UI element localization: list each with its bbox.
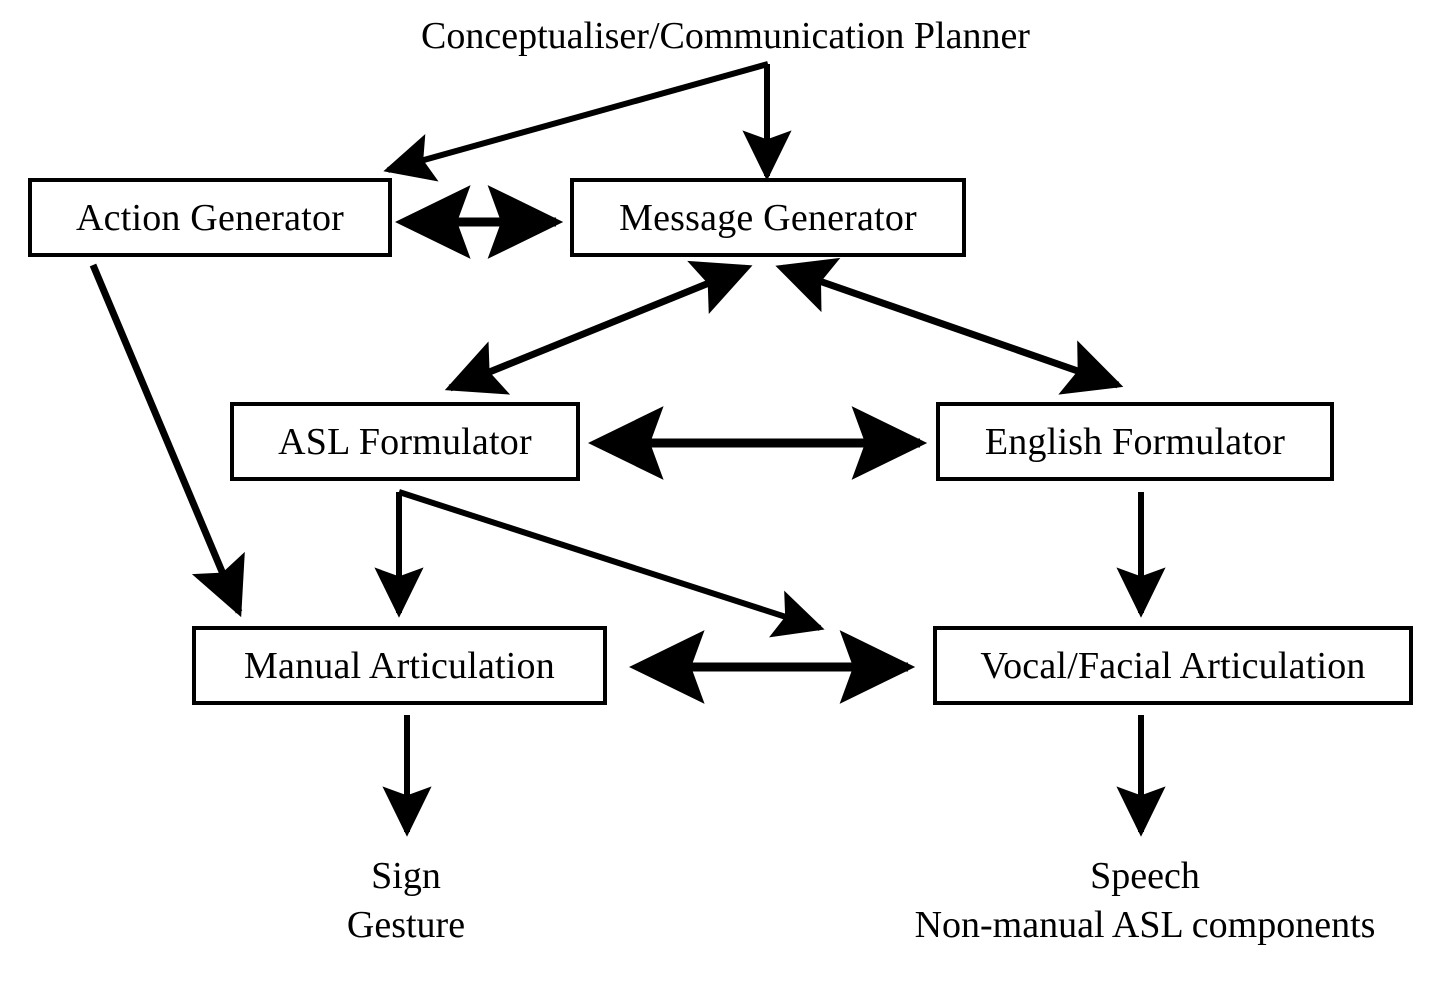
node-label: Action Generator: [75, 196, 345, 239]
edge-conceptualiser-to-action-generator: [383, 61, 769, 182]
edge-asl-formulator-to-vocal-facial-articulation: [398, 489, 825, 638]
diagram-title: Conceptualiser/Communication Planner: [421, 15, 1030, 57]
node-action-generator[interactable]: Action Generator: [28, 178, 392, 257]
node-label: ASL Formulator: [278, 420, 532, 463]
output-sign-gesture: Sign Gesture: [346, 855, 466, 946]
edge-action-generator-to-manual-articulation: [89, 263, 245, 618]
edge-message-generator-english-formulator: [775, 257, 1124, 395]
node-label: English Formulator: [984, 420, 1286, 463]
node-label: Manual Articulation: [244, 644, 555, 687]
node-message-generator[interactable]: Message Generator: [570, 178, 966, 257]
node-label: Message Generator: [619, 196, 917, 239]
node-english-formulator[interactable]: English Formulator: [936, 402, 1334, 481]
node-label: Vocal/Facial Articulation: [980, 644, 1366, 687]
output-speech-nonmanual: Speech Non-manual ASL components: [914, 855, 1376, 946]
node-vocal-facial-articulation[interactable]: Vocal/Facial Articulation: [933, 626, 1413, 705]
edge-message-generator-asl-formulator: [444, 260, 753, 395]
node-asl-formulator[interactable]: ASL Formulator: [230, 402, 580, 481]
node-manual-articulation[interactable]: Manual Articulation: [192, 626, 607, 705]
